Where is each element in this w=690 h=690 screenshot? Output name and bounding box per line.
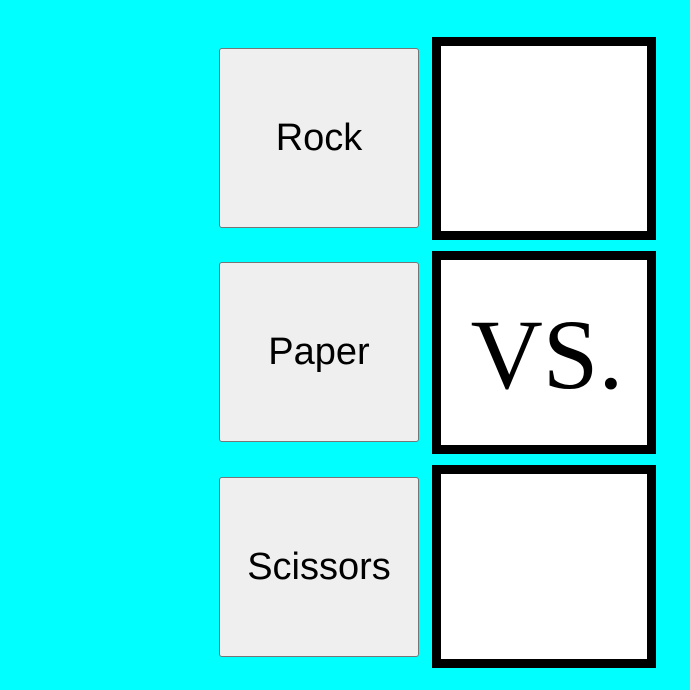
player-choice-box: [432, 37, 656, 240]
versus-label: VS.: [470, 298, 624, 410]
scissors-button[interactable]: Scissors: [219, 477, 419, 657]
computer-choice-box: [432, 465, 656, 668]
rock-button[interactable]: Rock: [219, 48, 419, 228]
versus-box: VS.: [432, 251, 656, 454]
paper-button[interactable]: Paper: [219, 262, 419, 442]
